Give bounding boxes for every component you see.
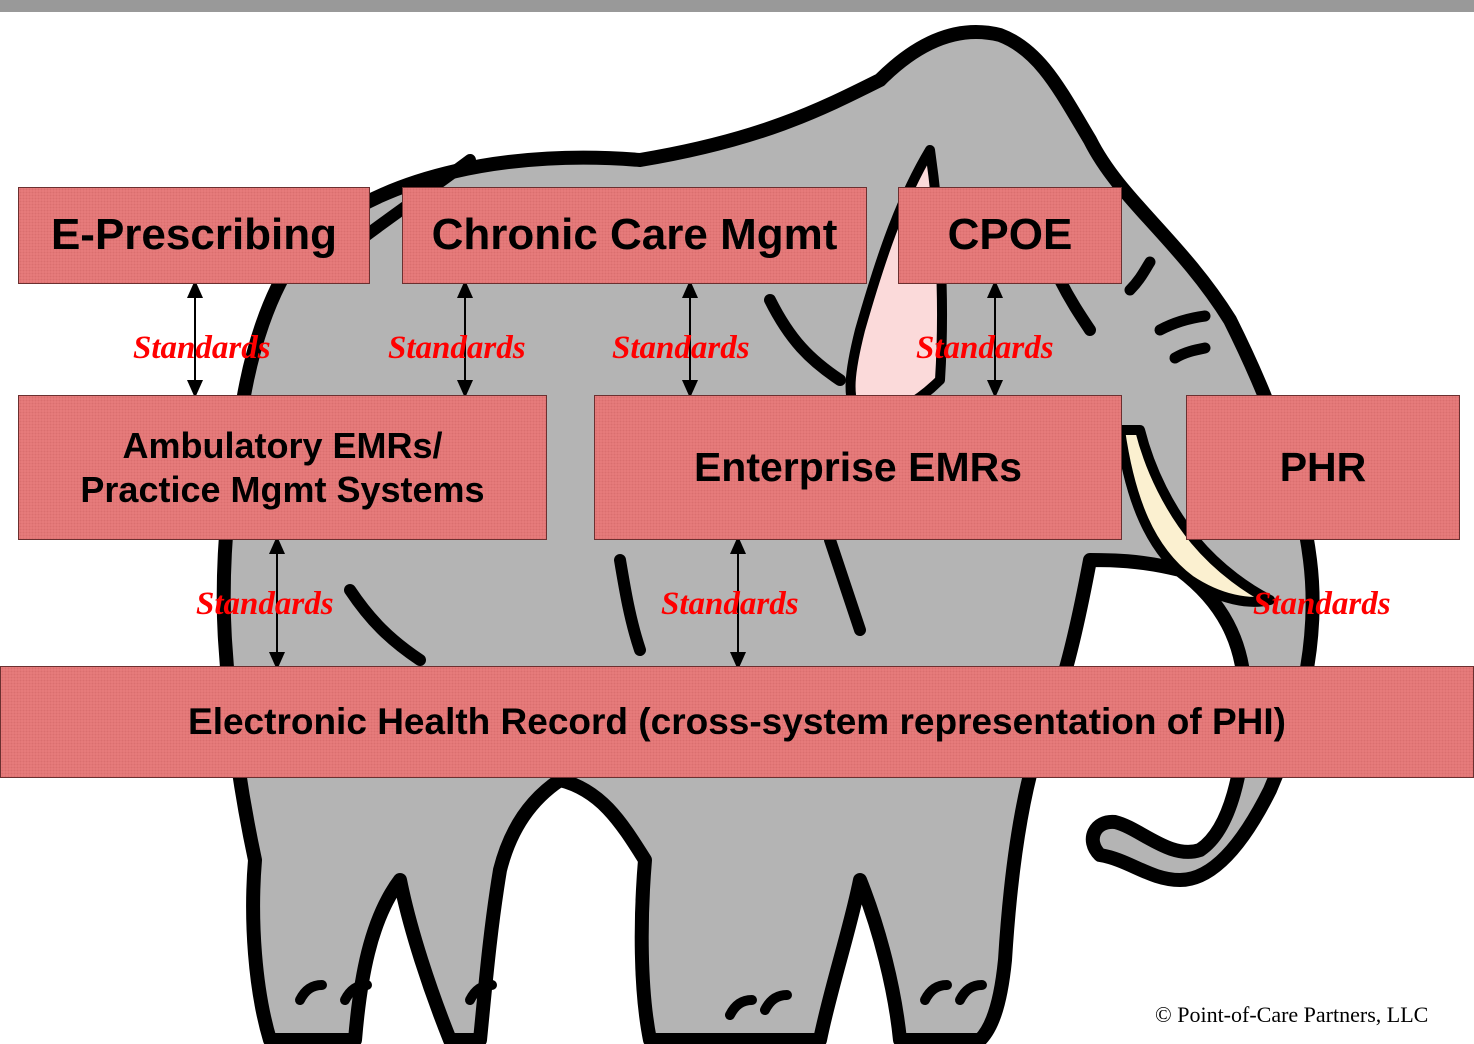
elephant-tusk bbox=[1115, 425, 1275, 607]
standards-label: Standards bbox=[612, 330, 750, 366]
box-electronic-health-record: Electronic Health Record (cross-system r… bbox=[0, 666, 1474, 778]
top-bar bbox=[0, 0, 1474, 12]
box-e-prescribing: E-Prescribing bbox=[18, 187, 370, 284]
standards-label: Standards bbox=[1253, 586, 1391, 622]
standards-label: Standards bbox=[196, 586, 334, 622]
standards-label: Standards bbox=[916, 330, 1054, 366]
box-enterprise-emrs: Enterprise EMRs bbox=[594, 395, 1122, 540]
box-phr: PHR bbox=[1186, 395, 1460, 540]
box-chronic-care-mgmt: Chronic Care Mgmt bbox=[402, 187, 867, 284]
standards-label: Standards bbox=[661, 586, 799, 622]
standards-label: Standards bbox=[388, 330, 526, 366]
standards-label: Standards bbox=[133, 330, 271, 366]
box-cpoe: CPOE bbox=[898, 187, 1122, 284]
box-ambulatory-emrs: Ambulatory EMRs/ Practice Mgmt Systems bbox=[18, 395, 547, 540]
copyright-notice: © Point-of-Care Partners, LLC bbox=[1155, 1002, 1429, 1027]
